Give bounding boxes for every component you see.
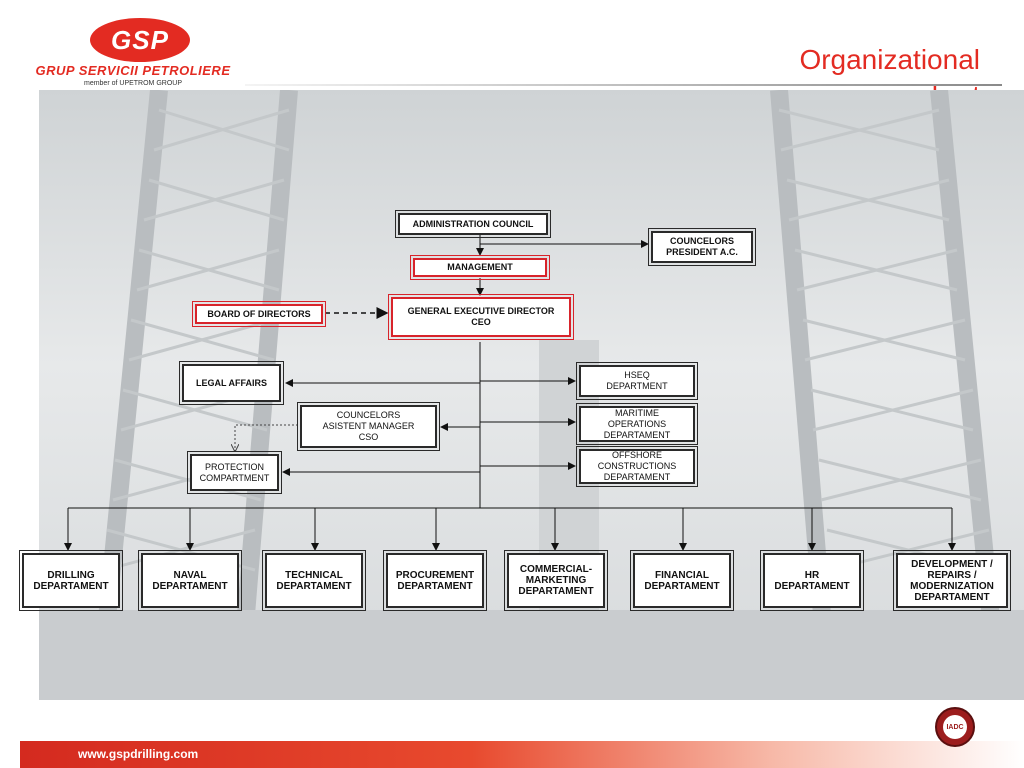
hseq-line-1: HSEQ: [624, 370, 650, 380]
procurement-line-2: DEPARTAMENT: [397, 580, 473, 592]
box-commercial-marketing-departament: COMMERCIAL- MARKETING DEPARTAMENT: [504, 550, 608, 611]
development-line-4: DEPARTAMENT: [914, 591, 990, 603]
company-logo: GSP GRUP SERVICII PETROLIERE member of U…: [18, 14, 248, 94]
box-legal-affairs: LEGAL AFFAIRS: [179, 361, 284, 405]
board-of-directors-label: BOARD OF DIRECTORS: [207, 308, 311, 319]
hr-line-2: DEPARTAMENT: [774, 580, 850, 592]
hr-line-1: HR: [804, 569, 820, 581]
box-general-executive-director: GENERAL EXECUTIVE DIRECTOR CEO: [388, 294, 574, 340]
iadc-badge-inner: IADC: [943, 715, 967, 739]
councelors-cso-line-1: COUNCELORS: [336, 410, 401, 420]
legal-affairs-label: LEGAL AFFAIRS: [195, 377, 267, 388]
administration-council-label: ADMINISTRATION COUNCIL: [412, 218, 534, 229]
box-hseq-department: HSEQ DEPARTMENT: [576, 362, 698, 400]
maritime-line-2: OPERATIONS: [607, 418, 667, 429]
commercial-line-2: MARKETING: [525, 575, 587, 586]
box-naval-departament: NAVAL DEPARTAMENT: [138, 550, 242, 611]
box-councelors-president: COUNCELORS PRESIDENT A.C.: [648, 228, 756, 266]
offshore-line-1: OFFSHORE: [611, 450, 662, 460]
box-technical-departament: TECHNICAL DEPARTAMENT: [262, 550, 366, 611]
box-development-repairs-departament: DEVELOPMENT / REPAIRS / MODERNIZATION DE…: [893, 550, 1011, 611]
development-line-3: MODERNIZATION: [910, 580, 994, 592]
protection-line-2: COMPARTMENT: [199, 472, 270, 483]
footer-website-link[interactable]: www.gspdrilling.com: [78, 747, 199, 761]
logo-mark-text: GSP: [111, 24, 169, 55]
box-procurement-departament: PROCUREMENT DEPARTAMENT: [383, 550, 487, 611]
technical-line-2: DEPARTAMENT: [276, 580, 352, 592]
councelors-cso-line-2: ASISTENT MANAGER: [322, 421, 415, 431]
iadc-badge-text: IADC: [946, 723, 964, 731]
box-hr-departament: HR DEPARTAMENT: [760, 550, 864, 611]
management-label: MANAGEMENT: [447, 262, 513, 272]
gsp-logo-mark: GSP: [90, 18, 190, 62]
commercial-line-3: DEPARTAMENT: [518, 586, 594, 597]
naval-line-2: DEPARTAMENT: [152, 580, 228, 592]
drilling-line-1: DRILLING: [47, 569, 95, 581]
financial-line-1: FINANCIAL: [655, 569, 709, 581]
company-subtitle: member of UPETROM GROUP: [83, 80, 182, 87]
councelors-president-line-2: PRESIDENT A.C.: [666, 247, 738, 257]
drilling-line-2: DEPARTAMENT: [33, 580, 109, 592]
company-name: GRUP SERVICII PETROLIERE: [35, 63, 231, 78]
box-drilling-departament: DRILLING DEPARTAMENT: [19, 550, 123, 611]
title-divider: [245, 84, 1002, 86]
offshore-line-2: CONSTRUCTIONS: [597, 461, 677, 471]
procurement-line-1: PROCUREMENT: [395, 569, 475, 581]
box-maritime-operations: MARITIME OPERATIONS DEPARTAMENT: [576, 403, 698, 445]
box-protection-compartment: PROTECTION COMPARTMENT: [187, 451, 282, 494]
financial-line-2: DEPARTAMENT: [644, 580, 720, 592]
iadc-badge-icon: IADC: [935, 707, 975, 747]
box-administration-council: ADMINISTRATION COUNCIL: [395, 210, 551, 238]
footer-bar: [20, 741, 1024, 768]
box-councelors-cso: COUNCELORS ASISTENT MANAGER CSO: [297, 402, 440, 451]
box-offshore-constructions: OFFSHORE CONSTRUCTIONS DEPARTAMENT: [576, 446, 698, 487]
naval-line-1: NAVAL: [173, 569, 207, 581]
general-director-line-1: GENERAL EXECUTIVE DIRECTOR: [407, 306, 555, 316]
box-management: MANAGEMENT: [410, 255, 550, 280]
box-board-of-directors: BOARD OF DIRECTORS: [192, 301, 326, 327]
development-line-2: REPAIRS /: [927, 569, 977, 581]
title-line-1: Organizational: [799, 44, 980, 75]
hseq-line-2: DEPARTMENT: [606, 381, 668, 391]
councelors-president-line-1: COUNCELORS: [669, 236, 734, 246]
councelors-cso-line-3: CSO: [358, 432, 379, 442]
development-line-1: DEVELOPMENT /: [911, 558, 993, 570]
maritime-line-1: MARITIME: [615, 407, 659, 418]
general-director-line-2: CEO: [471, 317, 491, 327]
technical-line-1: TECHNICAL: [285, 569, 343, 581]
protection-line-1: PROTECTION: [204, 461, 264, 472]
box-financial-departament: FINANCIAL DEPARTAMENT: [630, 550, 734, 611]
maritime-line-3: DEPARTAMENT: [603, 429, 671, 440]
offshore-line-3: DEPARTAMENT: [603, 472, 671, 482]
commercial-line-1: COMMERCIAL-: [519, 564, 593, 575]
